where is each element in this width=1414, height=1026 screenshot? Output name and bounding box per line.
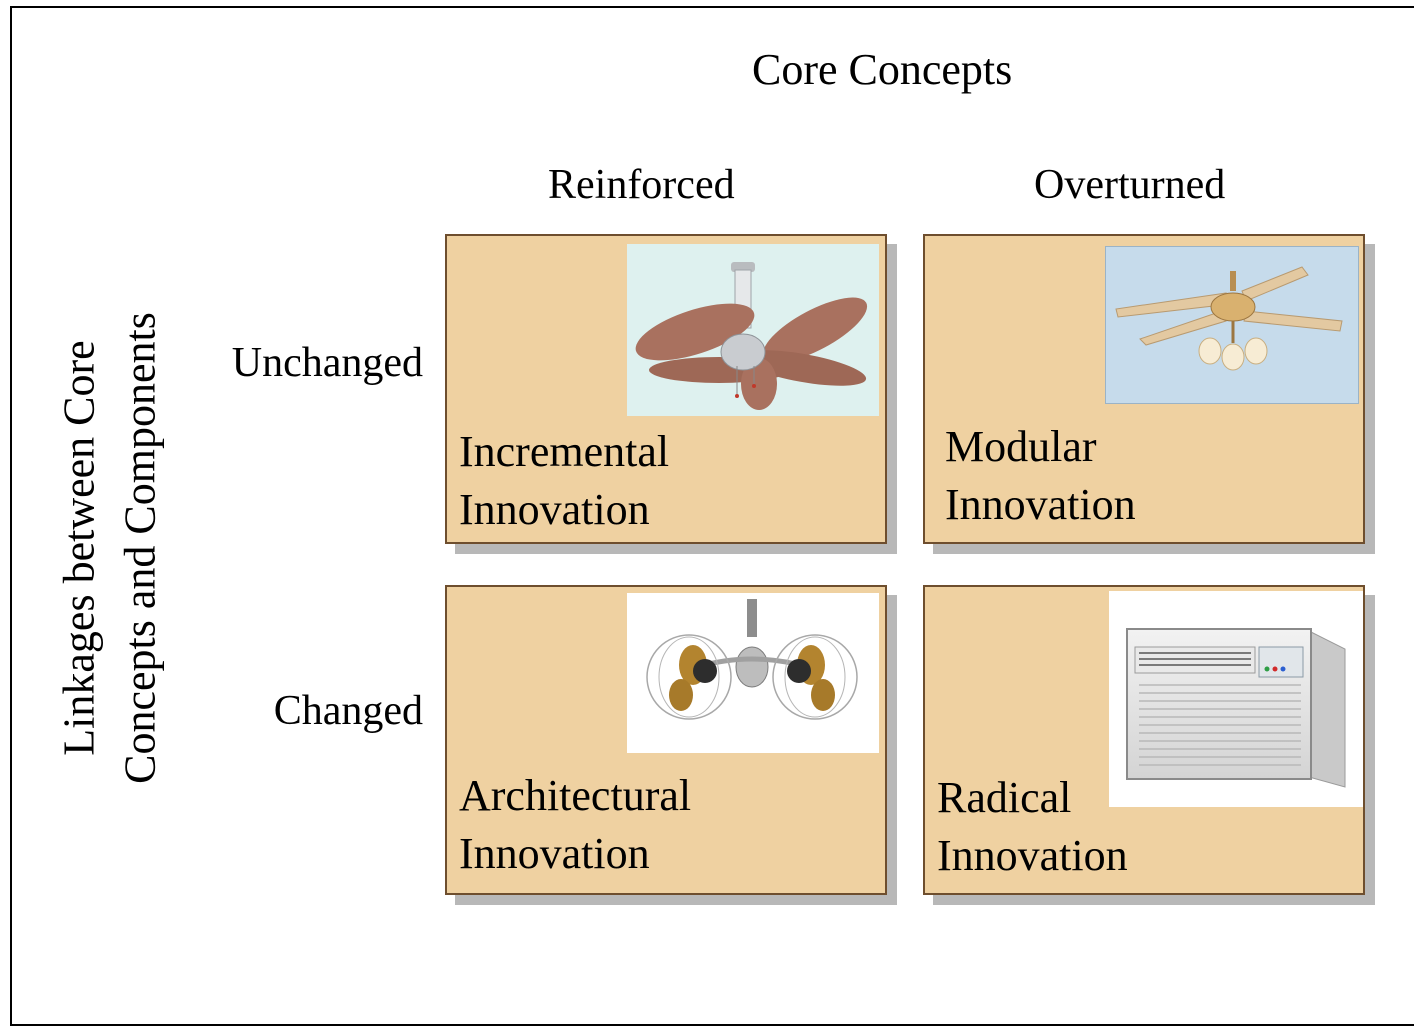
architectural-innovation-label: Architectural Innovation (459, 771, 692, 878)
row-header-unchanged: Unchanged (231, 340, 423, 386)
ceiling-fan-icon (627, 244, 879, 416)
architectural-innovation-cell: Architectural Innovation (445, 585, 887, 895)
radical-innovation-cell: Radical Innovation (923, 585, 1365, 895)
y-axis-title-line-1: Linkages between Core (54, 340, 104, 756)
incremental-innovation-cell: Incremental Innovation (445, 234, 887, 544)
row-header-changed: Changed (273, 688, 423, 734)
y-axis-title-line-2: Concepts and Components (115, 312, 164, 784)
ceiling-fan-with-lights-icon (1105, 246, 1359, 404)
y-axis-title: Linkages between Core Concepts and Compo… (49, 312, 170, 784)
column-header-reinforced: Reinforced (548, 162, 735, 208)
radical-innovation-label: Radical Innovation (937, 773, 1128, 880)
air-conditioner-icon (1109, 591, 1363, 807)
modular-innovation-cell: Modular Innovation (923, 234, 1365, 544)
modular-innovation-label: Modular Innovation (945, 422, 1136, 529)
core-concepts-title: Core Concepts (752, 45, 1013, 94)
incremental-innovation-label: Incremental Innovation (459, 427, 670, 534)
twin-head-fan-icon (627, 593, 879, 753)
column-header-overturned: Overturned (1034, 162, 1226, 208)
